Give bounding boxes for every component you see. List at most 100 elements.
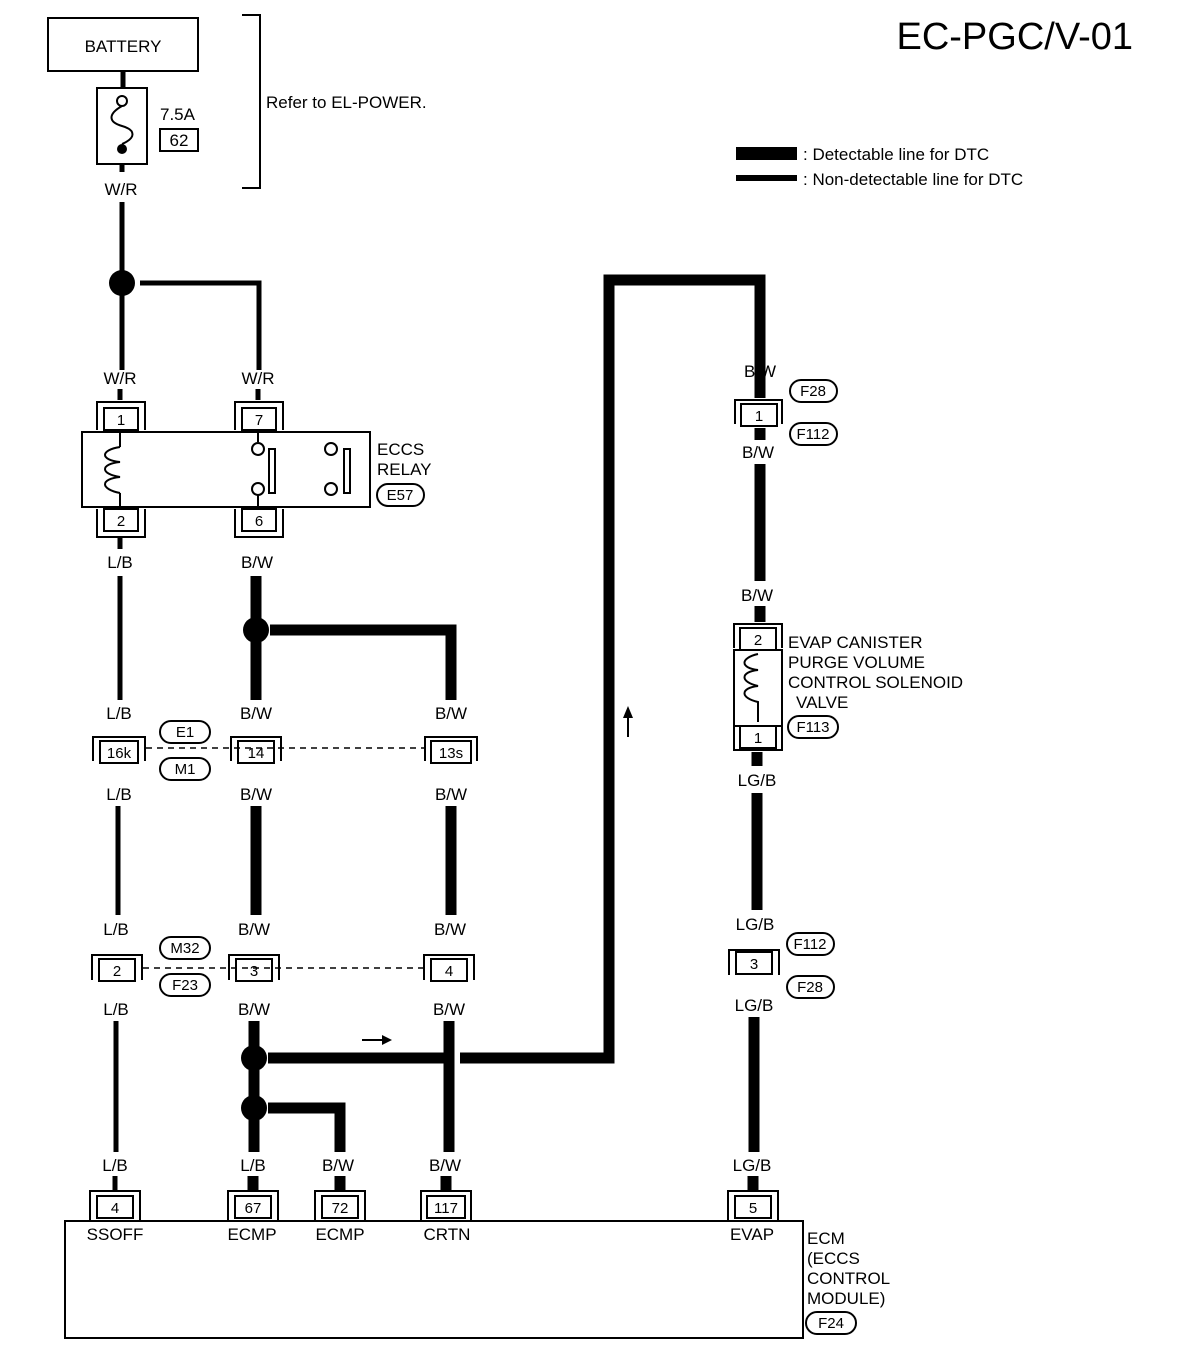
conn-f23: F23	[172, 977, 198, 994]
relay-contact-bottom-icon	[251, 482, 265, 496]
relay-pin-2: 2	[117, 513, 125, 530]
ecm-connector-badge	[805, 1311, 857, 1335]
relay-pin6-box	[241, 508, 277, 532]
wire-bw-72	[268, 1102, 346, 1152]
wire-label-lb-4: L/B	[103, 920, 129, 939]
wire-label-bw-6: B/W	[238, 920, 270, 939]
conn-r3-box	[735, 951, 773, 975]
fuse-terminal-top	[116, 95, 128, 107]
ecm-label-ecmp-2: ECMP	[315, 1225, 364, 1244]
conn-4-box	[430, 958, 468, 982]
wire-label-bw-11: B/W	[742, 443, 774, 462]
relay-pin1-box	[103, 407, 139, 431]
wire-label-lb-5: L/B	[103, 1000, 129, 1019]
wire-label-bw-2: B/W	[240, 704, 272, 723]
ecm-name-4: MODULE)	[807, 1289, 885, 1308]
conn-13s-shroud	[424, 736, 478, 761]
wire-label-wr-1: W/R	[104, 180, 137, 199]
legend-thin-swatch	[736, 175, 797, 181]
ecm-pin72-box	[321, 1195, 359, 1219]
splice-bw-1	[243, 617, 269, 643]
conn-pin-14: 14	[248, 745, 265, 762]
ecm-pin5-box	[734, 1195, 772, 1219]
solenoid-pin-1: 1	[754, 730, 762, 747]
ecm-label-ecmp-1: ECMP	[227, 1225, 276, 1244]
conn-3-box	[235, 958, 273, 982]
ecm-pin67-box	[234, 1195, 272, 1219]
ecm-pin72-shroud	[314, 1190, 366, 1221]
relay-pin-6: 6	[255, 513, 263, 530]
relay-contact-top-icon	[251, 442, 265, 456]
solenoid-pin1-box	[739, 725, 777, 749]
conn-2-shroud	[91, 954, 143, 980]
conn-2-box	[98, 958, 136, 982]
solenoid-connector-badge	[787, 715, 839, 739]
wire-label-bw-14: B/W	[429, 1156, 461, 1175]
conn-pin-2: 2	[113, 963, 121, 980]
conn-f28-top: F28	[800, 383, 826, 400]
splice-bw-2	[241, 1045, 267, 1071]
eccs-relay-box	[81, 431, 371, 508]
conn-e1-badge	[159, 720, 211, 744]
wire-label-lgb-2: LG/B	[736, 915, 775, 934]
relay-connector: E57	[387, 487, 414, 504]
conn-m1: M1	[175, 761, 196, 778]
wire-label-lb-7: L/B	[240, 1156, 266, 1175]
wire-label-lb-2: L/B	[106, 704, 132, 723]
splice-bw-3	[241, 1095, 267, 1121]
conn-f112-top: F112	[796, 426, 829, 443]
ecm-pin-72: 72	[332, 1200, 349, 1217]
relay-pin7-shroud	[234, 401, 284, 430]
conn-pin-3-right: 3	[750, 956, 758, 973]
conn-pin-3: 3	[250, 963, 258, 980]
ecm-connector: F24	[818, 1315, 844, 1332]
conn-f28-badge-bottom	[786, 975, 835, 999]
conn-f112-badge-top	[789, 422, 838, 446]
ecm-label-ssoff: SSOFF	[87, 1225, 144, 1244]
relay-pin-7: 7	[255, 412, 263, 429]
solenoid-pin-2: 2	[754, 632, 762, 649]
battery-box	[47, 17, 199, 72]
relay-connector-badge	[376, 483, 425, 507]
solenoid-coil-icon	[743, 653, 759, 722]
wire-label-wr-3: W/R	[241, 369, 274, 388]
wire-label-bw-1: B/W	[241, 553, 273, 572]
relay-coil-icon	[104, 446, 121, 494]
conn-f28-bottom: F28	[797, 979, 823, 996]
solenoid-connector: F113	[796, 719, 829, 736]
conn-f23-badge	[159, 973, 211, 997]
wire-label-lb-1: L/B	[107, 553, 133, 572]
conn-13s-box	[430, 740, 472, 764]
wire-wr-branch	[140, 280, 262, 370]
relay-pin1-shroud	[96, 401, 146, 430]
ecm-pin4-shroud	[89, 1190, 141, 1221]
wire-label-bw-9: B/W	[433, 1000, 465, 1019]
conn-f28-badge-top	[789, 379, 838, 403]
wire-label-bw-3: B/W	[435, 704, 467, 723]
wire-label-bw-8: B/W	[238, 1000, 270, 1019]
ecm-pin5-shroud	[727, 1190, 779, 1221]
flow-arrow-up-head-icon	[623, 706, 633, 718]
relay-pin2-box	[103, 508, 139, 532]
wire-label-bw-5: B/W	[435, 785, 467, 804]
conn-f112-bottom: F112	[793, 936, 826, 953]
refer-bracket	[242, 14, 261, 189]
relay-aux-contact-top-icon	[324, 442, 338, 456]
diagram-code: EC-PGC/V-01	[896, 16, 1133, 58]
wire-label-lgb-1: LG/B	[738, 771, 777, 790]
solenoid-pin1-shroud	[733, 726, 783, 751]
relay-pin6-shroud	[234, 509, 284, 538]
solenoid-pin2-shroud	[733, 623, 783, 648]
relay-switch-bar	[268, 448, 276, 494]
wire-label-bw-12: B/W	[741, 586, 773, 605]
ecm-label-crtn: CRTN	[424, 1225, 471, 1244]
conn-r3-shroud	[728, 949, 780, 975]
solenoid-name-3: CONTROL SOLENOID	[788, 673, 963, 692]
ecm-pin117-shroud	[420, 1190, 472, 1221]
ecm-name-2: (ECCS	[807, 1249, 860, 1268]
conn-14-box	[237, 740, 275, 764]
wire-label-wr-2: W/R	[103, 369, 136, 388]
legend-thick-swatch	[736, 147, 797, 160]
wire-label-bw-4: B/W	[240, 785, 272, 804]
fuse-element-icon	[110, 105, 134, 145]
